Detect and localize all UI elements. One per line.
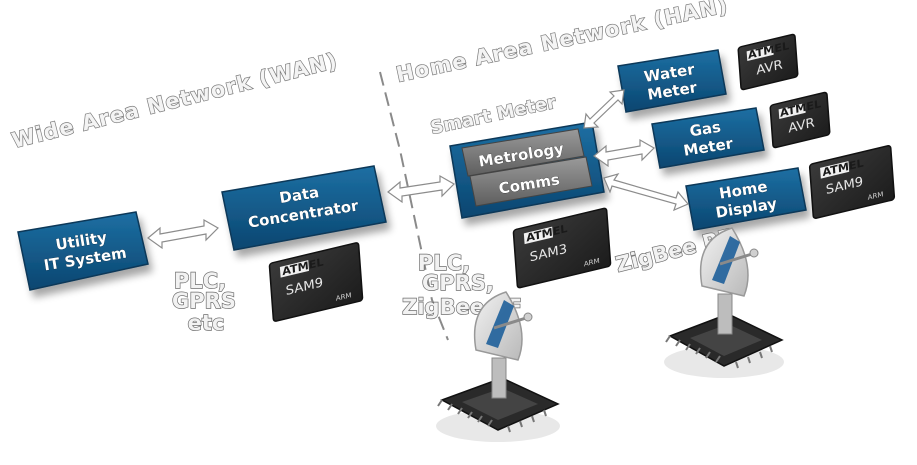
water-meter-box: Water Meter	[617, 49, 727, 113]
arrow-meter-display	[603, 172, 689, 212]
gas-meter-box: Gas Meter	[651, 107, 765, 169]
wan-protocol-1: PLC,	[174, 269, 226, 293]
chip-display-arm: ARM	[867, 189, 884, 201]
han-protocol-2: GPRS,	[422, 271, 494, 295]
satellite-dish-icon-left	[436, 291, 560, 442]
chip-concentrator-arm: ARM	[335, 290, 352, 302]
arrow-meter-water	[583, 89, 625, 129]
arrow-utility-concentrator	[147, 218, 219, 250]
data-concentrator-box: Data Concentrator	[221, 165, 387, 251]
wan-protocols: PLC, GPRS etc	[171, 268, 236, 335]
chip-water-part: AVR	[756, 58, 783, 79]
han-protocol-1: PLC,	[418, 251, 470, 275]
wan-han-divider	[379, 71, 449, 341]
chip-water: ATMEL AVR	[737, 33, 799, 91]
chip-meter-arm: ARM	[583, 256, 600, 268]
chip-display: ATMEL SAM9 ARM	[808, 145, 896, 219]
wan-zone-label: Wide Area Network (WAN)	[9, 49, 340, 153]
gas-line1: Gas	[688, 118, 722, 141]
arrow-concentrator-meter	[387, 174, 455, 204]
wan-protocol-2: GPRS	[172, 289, 236, 313]
wan-protocol-3: etc	[188, 311, 225, 335]
comms-block: Comms	[469, 156, 593, 207]
chip-gas-part: AVR	[788, 116, 815, 137]
arrow-meter-gas	[593, 138, 655, 168]
satellite-dish-icon-right	[664, 227, 784, 378]
utility-it-system-box: Utility IT System	[17, 211, 149, 291]
chip-concentrator: ATMEL SAM9 ARM	[268, 242, 364, 322]
chip-meter: ATMEL SAM3 ARM	[512, 207, 612, 289]
home-display-box: Home Display	[685, 167, 807, 231]
chip-gas: ATMEL AVR	[769, 91, 831, 149]
